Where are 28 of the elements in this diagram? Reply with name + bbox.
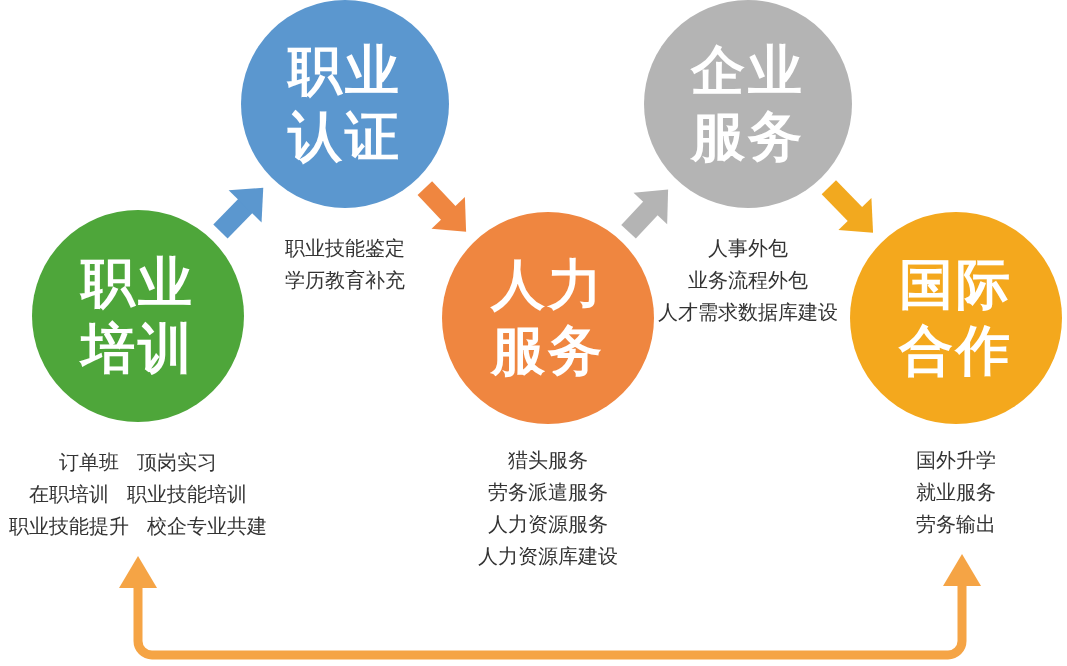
service-item: 职业技能提升 [9, 513, 129, 540]
arrow [621, 189, 669, 239]
circle-title: 职业认证 [287, 38, 403, 170]
service-item: 国外升学 [916, 447, 996, 474]
arrow [119, 554, 981, 660]
service-item: 订单班 [59, 449, 119, 476]
service-item: 人事外包 [708, 235, 788, 262]
service-item: 就业服务 [916, 479, 996, 506]
service-item: 人才需求数据库建设 [658, 299, 838, 326]
arrow [213, 187, 264, 239]
service-item: 职业技能鉴定 [285, 235, 405, 262]
circle-title: 企业服务 [690, 38, 806, 170]
circle-title: 职业培训 [80, 250, 196, 382]
service-item: 人力资源服务 [488, 511, 608, 538]
service-item: 劳务输出 [916, 511, 996, 538]
arrow [821, 180, 874, 233]
service-item: 职业技能培训 [127, 481, 247, 508]
service-item: 业务流程外包 [688, 267, 808, 294]
service-item: 在职培训 [29, 481, 109, 508]
service-item: 校企专业共建 [147, 513, 267, 540]
service-item: 猎头服务 [508, 447, 588, 474]
service-item: 顶岗实习 [137, 449, 217, 476]
circle-title: 国际合作 [898, 252, 1014, 384]
circle-title: 人力服务 [490, 252, 606, 384]
arrow [417, 181, 467, 232]
service-item: 人力资源库建设 [478, 543, 618, 570]
service-item: 劳务派遣服务 [488, 479, 608, 506]
service-item: 学历教育补充 [285, 267, 405, 294]
